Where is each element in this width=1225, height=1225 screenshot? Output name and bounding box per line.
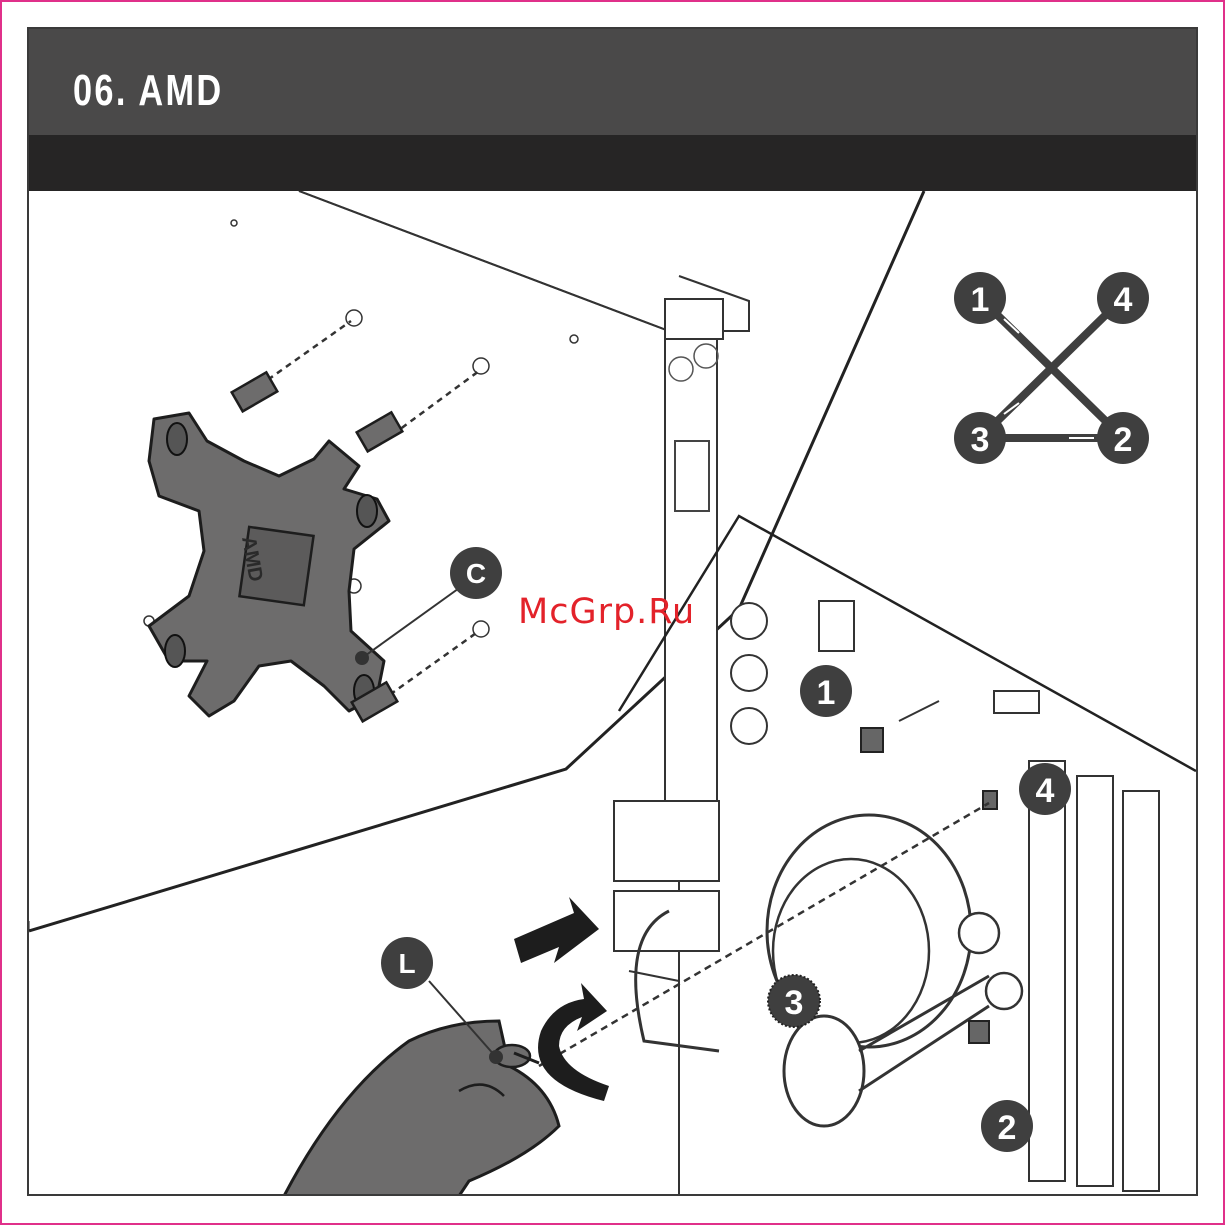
- installation-illustration: AMD C: [29, 191, 1196, 1196]
- watermark: McGrp.Ru: [518, 592, 695, 632]
- sequence-3-label: 3: [971, 421, 990, 459]
- callout-bracket: C: [355, 547, 502, 665]
- step-header: 06. AMD: [29, 29, 1196, 135]
- callout-1-label: 1: [817, 674, 836, 712]
- tightening-sequence-diagram: 1 4 3 2: [954, 272, 1149, 464]
- step-subbar: [29, 135, 1196, 191]
- sequence-1-label: 1: [971, 281, 990, 319]
- step-title: 06. AMD: [73, 69, 224, 113]
- rotate-arrow-icon: [538, 983, 609, 1101]
- callout-3-label: 3: [785, 984, 804, 1022]
- callout-4-label: 4: [1036, 772, 1055, 810]
- push-arrow-icon: [514, 897, 599, 963]
- hand-with-tool: [284, 1021, 559, 1196]
- callout-2-label: 2: [998, 1109, 1017, 1147]
- direction-arrows: [514, 897, 609, 1101]
- callout-l-label: L: [398, 948, 415, 979]
- sequence-4-label: 4: [1114, 281, 1133, 319]
- callout-c-label: C: [466, 558, 486, 589]
- sequence-2-label: 2: [1114, 421, 1133, 459]
